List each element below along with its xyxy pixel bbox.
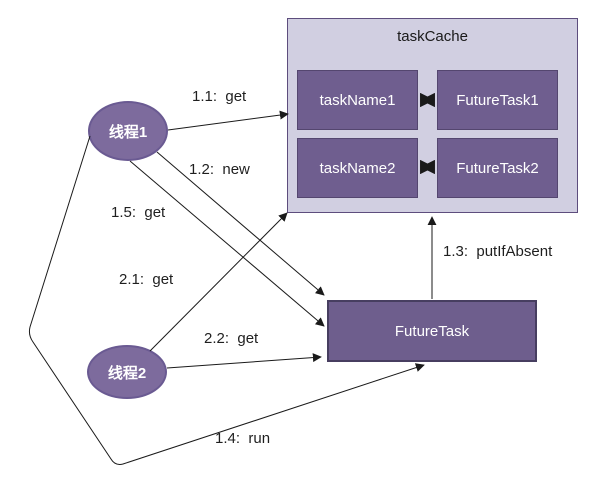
- edge-label-2-2-get: 2.2: get: [204, 330, 259, 347]
- edge-1-5-line: [129, 160, 325, 327]
- edge-1-4-line: [28, 135, 425, 465]
- edge-1-2-line: [156, 151, 325, 296]
- edge-label-1-4-run: 1.4: run: [215, 430, 271, 447]
- edge-label-1-5-get: 1.5: get: [111, 204, 166, 221]
- edge-label-1-2-new: 1.2: new: [189, 161, 250, 178]
- node-taskname1: taskName1: [297, 70, 418, 130]
- edge-label-1-1-get: 1.1: get: [192, 88, 247, 105]
- edge-2-2-line: [166, 353, 322, 369]
- node-futuretask: FutureTask: [327, 300, 537, 362]
- edge-1-1-line: [167, 110, 289, 131]
- actor-thread2: 线程2: [87, 345, 167, 399]
- edge-label-1-3-putifabsent: 1.3: putIfAbsent: [443, 243, 553, 260]
- edge-2-1-line: [149, 212, 288, 352]
- edge-label-2-1-get: 2.1: get: [119, 271, 174, 288]
- node-taskname2: taskName2: [297, 138, 418, 198]
- actor-thread1: 线程1: [88, 101, 168, 161]
- node-futuretask2: FutureTask2: [437, 138, 558, 198]
- task-cache-title: taskCache: [397, 28, 468, 45]
- node-futuretask1: FutureTask1: [437, 70, 558, 130]
